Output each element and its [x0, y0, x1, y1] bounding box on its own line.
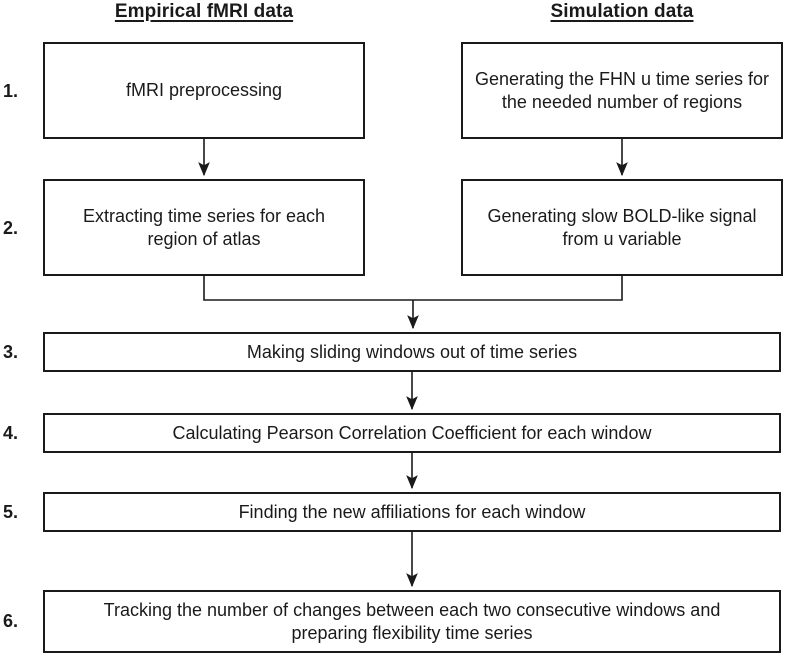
box-empirical-step2: Extracting time series for each region o…: [43, 179, 365, 276]
box-simulation-step2: Generating slow BOLD-like signal from u …: [461, 179, 783, 276]
column-header-simulation-label: Simulation data: [550, 1, 694, 22]
box-text-line: Generating slow BOLD-like signal: [487, 205, 757, 226]
box-empirical-step1: fMRI preprocessing: [43, 42, 365, 139]
column-header-empirical-label: Empirical fMRI data: [114, 1, 294, 22]
box-step4: Calculating Pearson Correlation Coeffici…: [43, 413, 781, 453]
column-header-simulation: Simulation data: [461, 1, 783, 23]
box-text-line: from u variable: [562, 228, 682, 249]
merge-connector: [203, 276, 623, 301]
box-step5: Finding the new affiliations for each wi…: [43, 492, 781, 532]
step-number-6: 6.: [3, 611, 19, 631]
step-number-2: 2.: [3, 218, 19, 238]
box-text-line: Extracting time series for each: [82, 205, 326, 226]
step-number-1: 1.: [3, 81, 19, 101]
step-number-4: 4.: [3, 423, 19, 443]
box-text-line: Finding the new affiliations for each wi…: [238, 501, 586, 522]
box-text-line: Tracking the number of changes between e…: [103, 599, 721, 620]
box-text-line: Generating the FHN u time series for: [474, 68, 770, 89]
box-text-line: fMRI preprocessing: [125, 80, 283, 100]
step-number-5: 5.: [3, 502, 19, 522]
box-simulation-step1: Generating the FHN u time series for the…: [461, 42, 783, 139]
box-text-line: the needed number of regions: [501, 91, 743, 112]
box-text-line: Making sliding windows out of time serie…: [246, 341, 578, 362]
box-text-line: Calculating Pearson Correlation Coeffici…: [172, 422, 652, 443]
box-text-line: preparing flexibility time series: [291, 622, 533, 643]
box-step3: Making sliding windows out of time serie…: [43, 332, 781, 372]
step-number-3: 3.: [3, 342, 19, 362]
box-step6: Tracking the number of changes between e…: [43, 590, 781, 653]
box-text-line: region of atlas: [147, 228, 261, 249]
column-header-empirical: Empirical fMRI data: [43, 1, 365, 23]
